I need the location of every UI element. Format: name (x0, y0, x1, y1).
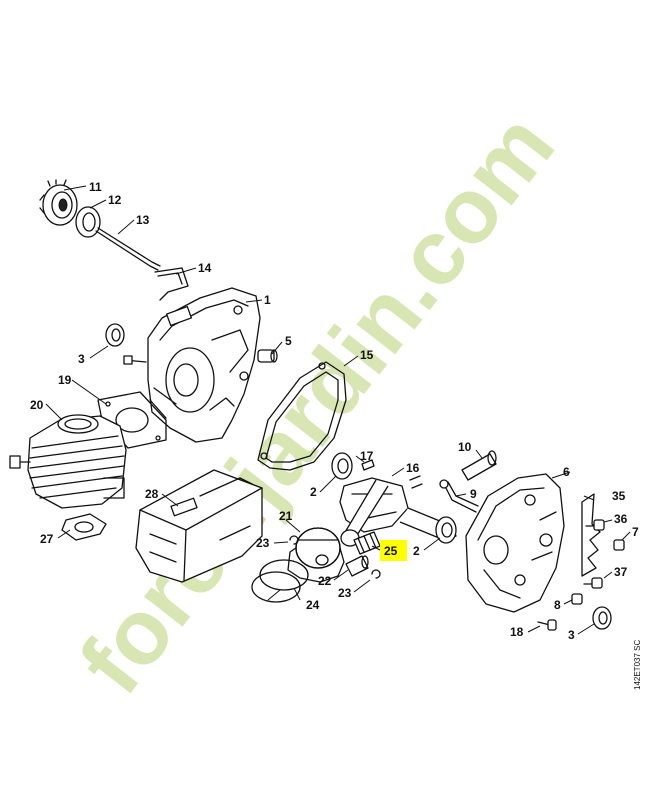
label-9: 9 (470, 487, 477, 501)
part-21-piston (287, 527, 345, 583)
part-10-fitting (461, 450, 497, 481)
part-1-crankcase-housing (147, 287, 261, 443)
label-14: 14 (198, 261, 212, 275)
part-12-washer (75, 206, 101, 238)
label-23-right: 23 (338, 586, 352, 600)
housing-screw (123, 355, 147, 365)
reference-code: 142ET037 SC (633, 640, 642, 690)
label-5: 5 (285, 334, 292, 348)
label-23-left: 23 (256, 536, 270, 550)
label-22: 22 (318, 574, 332, 588)
part-2-bearing-upper (331, 452, 353, 480)
leader-lines (45, 185, 631, 635)
part-18-screw (537, 619, 557, 631)
label-7: 7 (632, 525, 639, 539)
part-6-crankcase-half (465, 473, 565, 613)
label-10: 10 (458, 440, 472, 454)
part-23-circlip-left (289, 535, 299, 545)
spark-plug (9, 455, 31, 469)
label-20: 20 (30, 398, 44, 412)
label-17: 17 (360, 449, 374, 463)
part-37-screw (583, 577, 603, 589)
label-37: 37 (614, 565, 628, 579)
part-35-bumper-spike (581, 493, 601, 577)
part-8-plug (571, 593, 583, 605)
label-16: 16 (406, 461, 420, 475)
part-7-nut (613, 539, 625, 551)
watermark: fore t jardin.com (60, 95, 573, 712)
label-3-left: 3 (78, 352, 85, 366)
label-3-right: 3 (568, 628, 575, 642)
label-28: 28 (145, 487, 159, 501)
part-13-hose (95, 227, 161, 271)
label-25: 25 (384, 544, 398, 558)
part-14-pickup (154, 267, 189, 301)
part-3-seal-left (105, 323, 125, 347)
label-1: 1 (264, 293, 271, 307)
part-15-gasket (257, 361, 347, 471)
label-36: 36 (614, 512, 628, 526)
part-27-exhaust-gasket (61, 513, 107, 541)
part-24-piston-rings (251, 559, 309, 603)
label-21: 21 (279, 509, 293, 523)
label-27: 27 (40, 532, 54, 546)
part-2-bearing-lower (435, 516, 457, 544)
part-labels: 11 12 13 14 1 3 5 15 19 20 2 17 16 10 9 … (30, 180, 639, 642)
part-23-circlip-right (371, 569, 381, 579)
part-22-piston-pin (345, 555, 369, 577)
label-8: 8 (554, 598, 561, 612)
part-17-key (361, 459, 375, 471)
part-3-seal-right (592, 606, 612, 630)
part-20-cylinder (27, 414, 127, 509)
label-11: 11 (89, 180, 102, 194)
highlight-box-25 (380, 540, 407, 561)
label-6: 6 (563, 465, 570, 479)
label-2-upper: 2 (310, 485, 317, 499)
label-15: 15 (360, 348, 374, 362)
part-5-plug (257, 349, 278, 363)
label-35: 35 (612, 489, 626, 503)
part-11-sprocket (39, 179, 78, 226)
label-19: 19 (58, 373, 72, 387)
part-36-screw (585, 519, 605, 531)
label-18: 18 (510, 625, 524, 639)
label-13: 13 (136, 213, 150, 227)
label-24: 24 (306, 598, 320, 612)
label-12: 12 (108, 193, 122, 207)
label-2-lower: 2 (413, 544, 420, 558)
